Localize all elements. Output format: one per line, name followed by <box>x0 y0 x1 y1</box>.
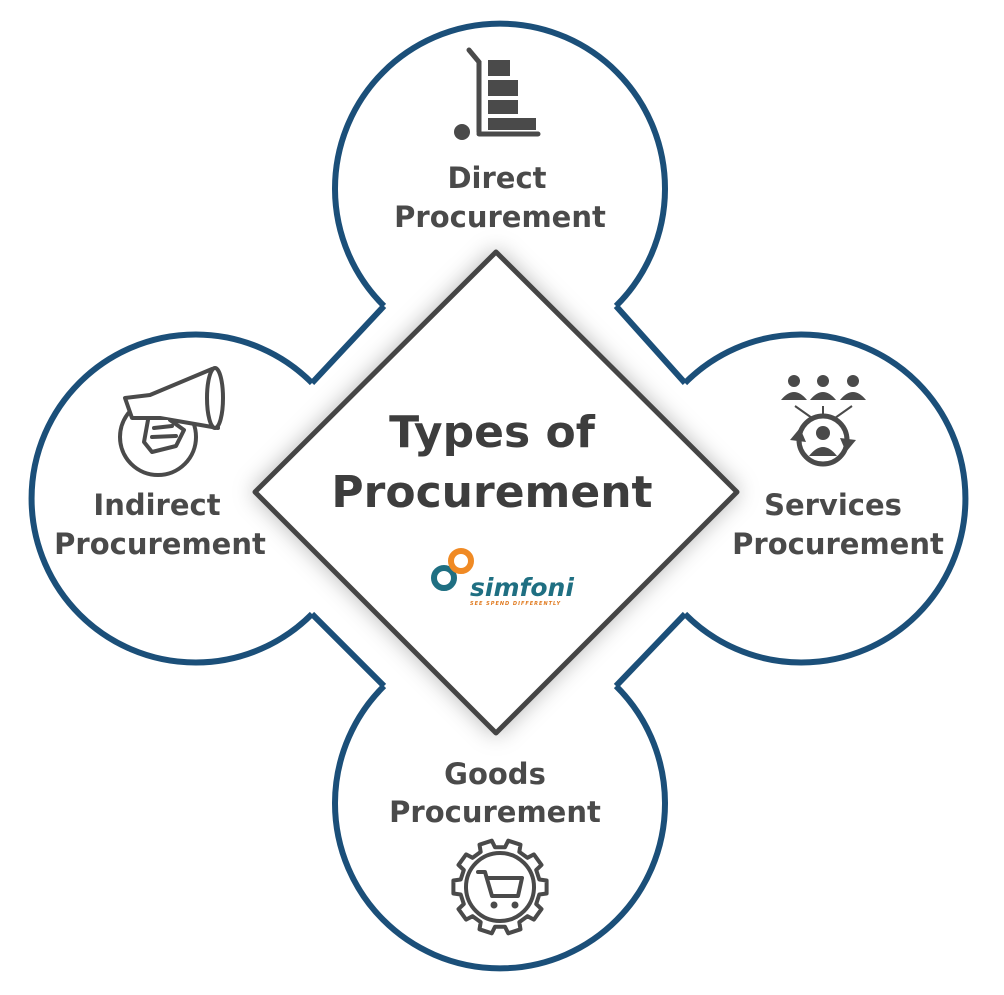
center-diamond <box>252 249 740 736</box>
connector-left-top <box>309 303 387 386</box>
petal-bottom-outline <box>332 683 668 972</box>
petal-bottom-label-line1: Goods <box>444 757 546 791</box>
petal-left-outline <box>28 331 315 666</box>
petal-left-label-line1: Indirect <box>93 488 220 522</box>
connector-right-bottom <box>613 611 688 689</box>
petal-right-label-line1: Services <box>764 488 902 522</box>
cart-gear-icon <box>451 838 549 936</box>
megaphone-hand-icon <box>118 366 225 477</box>
simfoni-tagline: SEE SPEND DIFFERENTLY <box>470 601 561 607</box>
petal-top-label-line1: Direct <box>447 161 546 195</box>
simfoni-logo-mark <box>431 548 474 591</box>
petal-right-label-line2: Procurement <box>732 527 944 561</box>
hand-truck-icon <box>454 47 541 140</box>
connector-top-right <box>613 303 688 386</box>
diagram-title-line1: Types of <box>389 407 596 458</box>
simfoni-logo: simfoni SEE SPEND DIFFERENTLY <box>431 548 574 607</box>
petal-bottom-label-line2: Procurement <box>389 795 601 829</box>
petal-outline <box>28 20 969 972</box>
petal-left-label-line2: Procurement <box>54 527 266 561</box>
petal-top-label-line2: Procurement <box>394 200 606 234</box>
connector-bottom-left <box>309 611 387 689</box>
diagram-title-line2: Procurement <box>331 467 652 518</box>
petal-right-outline <box>682 331 969 666</box>
simfoni-wordmark: simfoni <box>470 573 574 602</box>
petal-top-outline <box>332 20 668 309</box>
people-cycle-icon <box>781 375 866 467</box>
